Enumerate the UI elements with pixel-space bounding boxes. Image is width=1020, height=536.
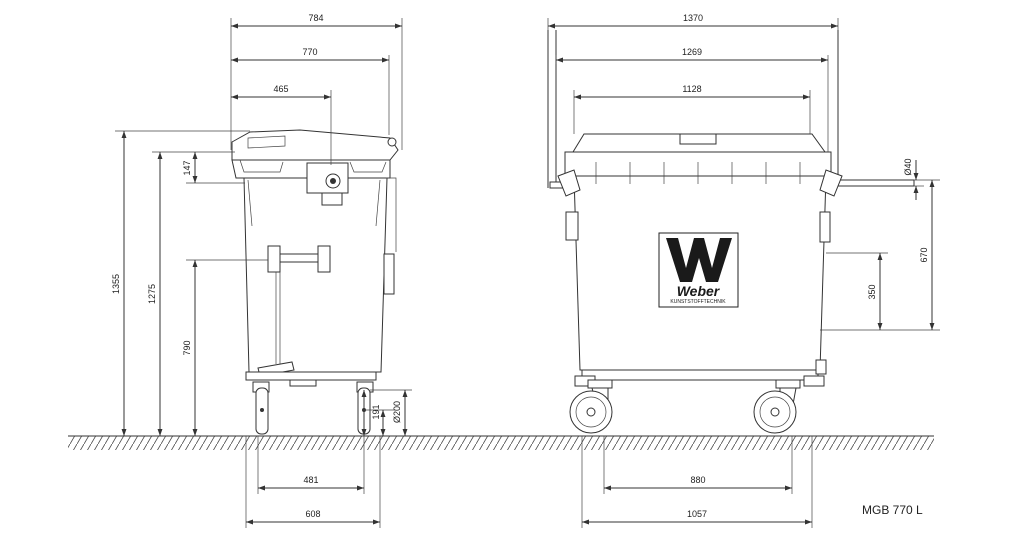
dim-height-pedal: 790 [182,340,192,355]
dim-height-rail: 350 [867,284,877,299]
dim-height-pin: 670 [919,247,929,262]
dim-front-wheelbase: 880 [690,475,705,485]
dim-side-track: 481 [303,475,318,485]
dim-pin-diameter: Ø40 [903,158,913,175]
ground [68,435,934,450]
dim-height-lid: 147 [182,160,192,175]
model-label: MGB 770 L [862,503,923,517]
logo-brand: Weber [677,283,721,299]
logo-subtitle: KUNSTSTOFFTECHNIK [670,299,726,305]
dim-front-base: 1057 [687,509,707,519]
dim-side-width-hinge: 465 [273,84,288,94]
front-view-dimensions [547,18,940,528]
dim-side-width-body: 770 [302,47,317,57]
side-view-bin [231,129,399,435]
dim-height-axle: 191 [371,404,381,419]
weber-w-icon [666,238,732,282]
dim-height-body: 1275 [147,284,157,304]
dim-front-width-total: 1370 [683,13,703,23]
dim-front-width-lid: 1269 [682,47,702,57]
dim-wheel-diameter: Ø200 [392,401,402,423]
dim-height-total: 1355 [111,274,121,294]
dim-front-width-top: 1128 [682,84,701,94]
dim-side-width-top: 784 [308,13,323,23]
front-view-bin [547,30,915,434]
weber-logo: Weber KUNSTSTOFFTECHNIK [658,232,739,308]
dim-side-base: 608 [305,509,320,519]
side-view-dimensions [115,18,412,528]
